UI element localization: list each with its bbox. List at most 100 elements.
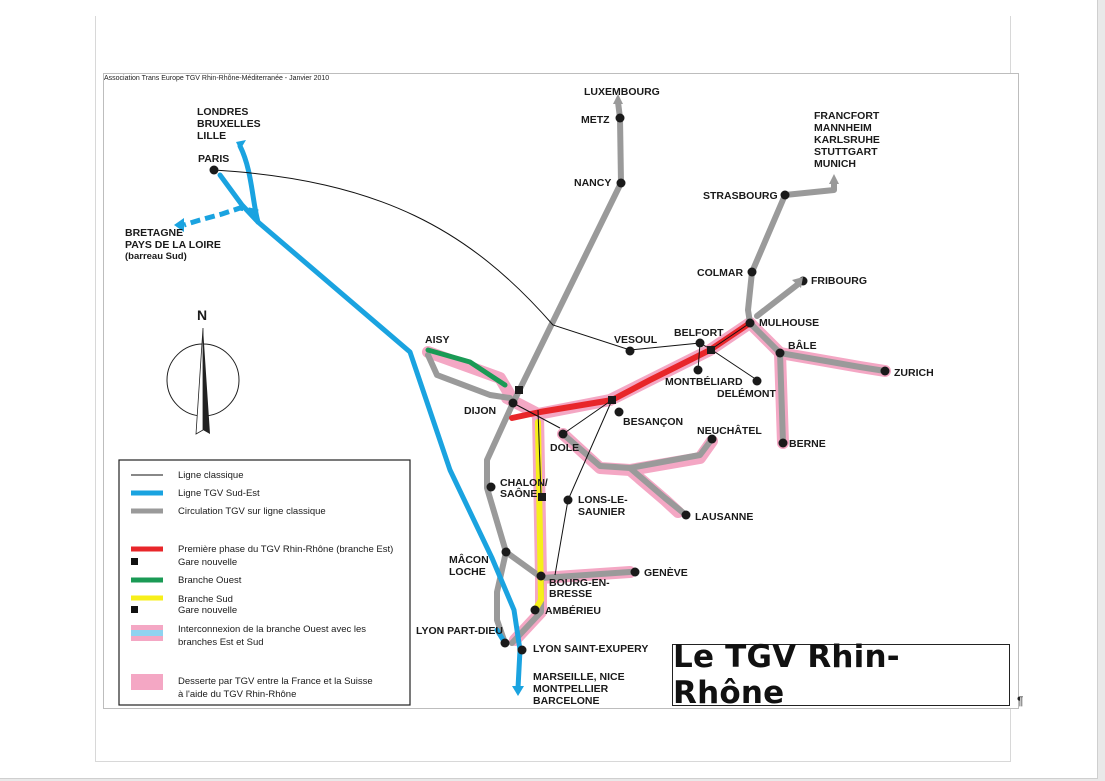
arrow-fribourg [792,277,803,288]
new-stations [515,346,715,501]
classic-paris-belfort [213,169,701,351]
place-labels: LONDRES BRUXELLES LILLE PARIS BRETAGNE P… [125,86,934,707]
station-dole [558,429,568,439]
gray-zurich [747,320,888,374]
classic-belfort-mulhouse [709,322,751,351]
station-bourg [536,571,546,581]
legend-tgv-sud-est: Ligne TGV Sud-Est [178,488,260,499]
label-nancy: NANCY [574,177,611,189]
station-lyon-saint-exupery [517,645,527,655]
source-caption: Association Trans Europe TGV Rhin-Rhône-… [104,75,329,82]
gray-fribourg [754,282,800,319]
label-delemont: DELÉMONT [717,387,777,400]
gray-luxembourg-dijon-geneve [484,99,633,581]
paragraph-mark: ¶ [1017,694,1024,708]
route-arrows [174,94,839,696]
station-montbeliard [693,365,703,375]
station-belfort [695,338,705,348]
label-barreau: (barreau Sud) [125,251,187,262]
label-dijon: DIJON [464,405,496,417]
label-bretagne: BRETAGNE [125,227,183,239]
stations [209,113,890,655]
label-neuchatel: NEUCHÂTEL [697,424,762,437]
legend-inter-a: Interconnexion de la branche Ouest avec … [178,624,366,635]
legend-sud-b: Gare nouvelle [178,605,237,616]
station-lons [563,495,573,505]
label-dole: DOLE [550,442,579,454]
station-macon [501,547,511,557]
tgv-on-classic-lines [425,99,888,646]
station-berne [778,438,788,448]
station-delemont [752,376,762,386]
label-pays-loire: PAYS DE LA LOIRE [125,239,221,251]
station-metz [615,113,625,123]
legend-swiss-b: à l'aide du TGV Rhin-Rhône [178,689,296,700]
station-lausanne [681,510,691,520]
blue-bretagne-dashed [183,205,259,228]
legend-phase1-a: Première phase du TGV Rhin-Rhône (branch… [178,544,393,555]
arrow-marseille [512,686,524,696]
label-montpellier: MONTPELLIER [533,683,609,695]
compass-n-label: N [197,307,207,323]
station-paris [209,165,219,175]
station-mulhouse [745,318,755,328]
classic-montbeliard [697,342,701,371]
arrow-munich [829,174,839,184]
label-chalon-1: CHALON/ [500,477,548,489]
pink-route-aisy [422,346,516,401]
station-chalon [486,482,496,492]
classic-lines [213,169,758,576]
new-station-chalon [538,493,546,501]
branche-ouest-line [425,347,508,388]
classic-besancon-lons [554,399,613,576]
station-dijon [508,398,518,408]
label-stuttgart: STUTTGART [814,146,878,158]
new-station-besancon [608,396,616,404]
label-lons-1: LONS-LE- [578,494,628,506]
label-barcelone: BARCELONE [533,695,600,707]
label-lille: LILLE [197,130,226,142]
classic-dole-besancon [562,399,613,435]
label-lausanne: LAUSANNE [695,511,753,523]
station-lyon-part-dieu [500,638,510,648]
legend-box [118,459,411,706]
label-metz: METZ [581,114,610,126]
label-geneve: GENÈVE [644,566,688,579]
label-aisy: AISY [425,334,450,346]
gray-macon-lyon [494,549,509,646]
station-nancy [616,178,626,188]
label-munich: MUNICH [814,158,856,170]
legend-ouest: Branche Ouest [178,575,242,586]
label-bruxelles: BRUXELLES [197,118,261,130]
arrow-lille [236,140,246,150]
legend-tgv-classic: Circulation TGV sur ligne classique [178,506,326,517]
legend: Ligne classique Ligne TGV Sud-Est Circul… [118,459,411,706]
legend-phase1-b: Gare nouvelle [178,557,237,568]
gray-aisy-dijon [425,352,513,401]
label-zurich: ZURICH [894,367,934,379]
station-zurich [880,366,890,376]
label-belfort: BELFORT [674,327,724,339]
label-lons-2: SAUNIER [578,506,626,518]
label-francfort: FRANCFORT [814,110,880,122]
station-colmar [747,267,757,277]
label-bourg-2: BRESSE [549,588,592,600]
station-amberieu [530,605,540,615]
gray-stuttgart-mulhouse [745,179,837,326]
label-mannheim: MANNHEIM [814,122,872,134]
legend-sud-a: Branche Sud [178,594,233,605]
legend-swiss-a: Desserte par TGV entre la France et la S… [178,676,373,687]
classic-dijon-chalon [537,409,542,497]
station-neuchatel [707,434,717,444]
station-vesoul [625,346,635,356]
legend-swatch-sud-station [131,606,138,613]
legend-swatch-swiss [131,674,163,690]
classic-dijon-dole [512,402,561,429]
label-chalon-2: SAÔNE [500,487,537,500]
arrow-luxembourg [613,94,623,104]
new-station-belfort [707,346,715,354]
label-montbeliard: MONTBÉLIARD [665,375,743,388]
label-paris: PARIS [198,153,229,165]
gray-berne [777,350,786,446]
label-bale: BÂLE [788,339,817,352]
